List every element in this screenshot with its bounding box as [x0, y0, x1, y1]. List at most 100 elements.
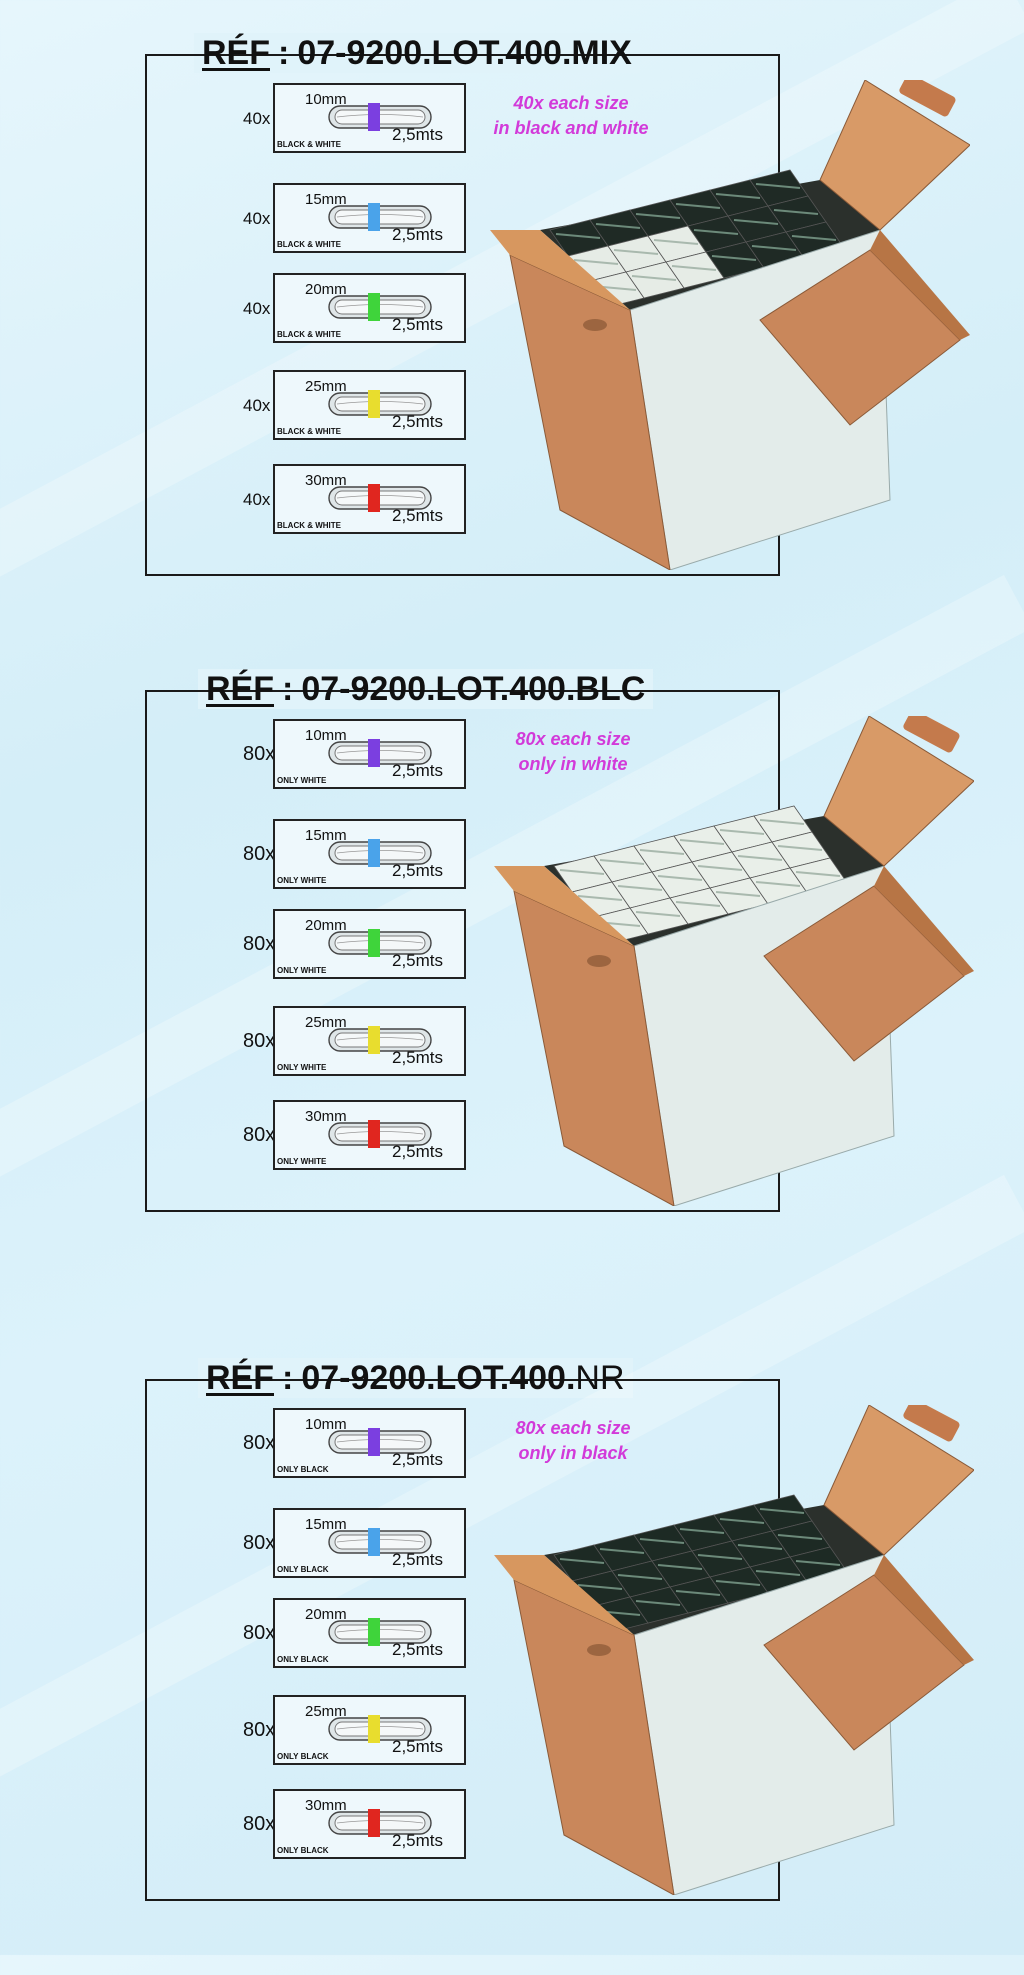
ref-code: 07-9200.LOT.400.: [301, 670, 576, 708]
note-line-2: only in white: [518, 754, 628, 774]
item-quantity: 40x: [243, 209, 271, 228]
ref-label: RÉF: [202, 34, 270, 72]
quantity-note: 40x each size in black and white: [471, 91, 671, 141]
item-quantity: 80x: [243, 1124, 276, 1146]
item-quantity: 80x: [243, 843, 276, 865]
purple-band-icon: [328, 1428, 432, 1456]
item-color-tag: ONLY WHITE: [277, 1063, 327, 1072]
item-width: 15mm: [305, 191, 347, 208]
item-width: 25mm: [305, 1703, 347, 1720]
item-width: 10mm: [305, 727, 347, 744]
item-quantity: 40x: [243, 490, 271, 509]
item-quantity: 80x: [243, 1030, 276, 1052]
item-length: 2,5mts: [392, 951, 444, 970]
item-length: 2,5mts: [392, 761, 444, 780]
item-length: 2,5mts: [392, 225, 444, 244]
yellow-band-icon: [328, 1026, 432, 1054]
item-length: 2,5mts: [392, 1048, 444, 1067]
item-width: 20mm: [305, 281, 347, 298]
item-quantity: 40x: [243, 299, 271, 318]
item-color-tag: ONLY BLACK: [277, 1465, 329, 1474]
cardboard-box-image: [494, 1405, 974, 1895]
ref-separator: :: [282, 670, 294, 708]
green-band-icon: [328, 1618, 432, 1646]
cardboard-box-image: [494, 716, 974, 1206]
reference-heading: RÉF:07-9200.LOT.400.NR: [198, 1358, 633, 1398]
green-band-icon: [328, 293, 432, 321]
item-color-tag: ONLY WHITE: [277, 876, 327, 885]
note-line-2: in black and white: [493, 118, 649, 138]
note-line-2: only in black: [518, 1443, 628, 1463]
item-width: 30mm: [305, 1108, 347, 1125]
item-length: 2,5mts: [392, 861, 444, 880]
green-band-icon: [328, 929, 432, 957]
item-width: 10mm: [305, 91, 347, 108]
item-color-tag: ONLY BLACK: [277, 1752, 329, 1761]
ref-label: RÉF: [206, 670, 274, 708]
item-color-tag: BLACK & WHITE: [277, 240, 341, 249]
cardboard-box-image: [490, 80, 970, 570]
item-color-tag: ONLY WHITE: [277, 1157, 327, 1166]
item-color-tag: ONLY WHITE: [277, 966, 327, 975]
item-length: 2,5mts: [392, 1831, 444, 1850]
item-length: 2,5mts: [392, 125, 444, 144]
item-length: 2,5mts: [392, 1450, 444, 1469]
item-quantity: 80x: [243, 1532, 276, 1554]
red-band-icon: [328, 1120, 432, 1148]
item-quantity: 80x: [243, 743, 276, 765]
item-color-tag: ONLY BLACK: [277, 1655, 329, 1664]
item-quantity: 80x: [243, 1432, 276, 1454]
ref-suffix: BLC: [575, 670, 646, 708]
item-width: 15mm: [305, 1516, 347, 1533]
product-panel-blc: RÉF:07-9200.LOT.400.BLC 80x each size only…: [0, 636, 1024, 1286]
note-line-1: 80x each size: [515, 729, 631, 749]
ref-suffix: NR: [575, 1359, 625, 1397]
item-color-tag: BLACK & WHITE: [277, 140, 341, 149]
red-band-icon: [328, 484, 432, 512]
item-width: 15mm: [305, 827, 347, 844]
item-color-tag: ONLY BLACK: [277, 1846, 329, 1855]
item-width: 30mm: [305, 472, 347, 489]
item-length: 2,5mts: [392, 1737, 444, 1756]
note-line-1: 40x each size: [513, 93, 629, 113]
item-width: 10mm: [305, 1416, 347, 1433]
ref-label: RÉF: [206, 1359, 274, 1397]
yellow-band-icon: [328, 1715, 432, 1743]
blue-band-icon: [328, 839, 432, 867]
purple-band-icon: [328, 739, 432, 767]
item-quantity: 80x: [243, 1719, 276, 1741]
purple-band-icon: [328, 103, 432, 131]
yellow-band-icon: [328, 390, 432, 418]
item-width: 20mm: [305, 1606, 347, 1623]
reference-heading: RÉF:07-9200.LOT.400.BLC: [198, 669, 654, 709]
ref-code: 07-9200.LOT.400.: [297, 34, 572, 72]
item-quantity: 80x: [243, 1813, 276, 1835]
ref-separator: :: [278, 34, 290, 72]
item-length: 2,5mts: [392, 1640, 444, 1659]
item-quantity: 80x: [243, 1622, 276, 1644]
item-quantity: 80x: [243, 933, 276, 955]
